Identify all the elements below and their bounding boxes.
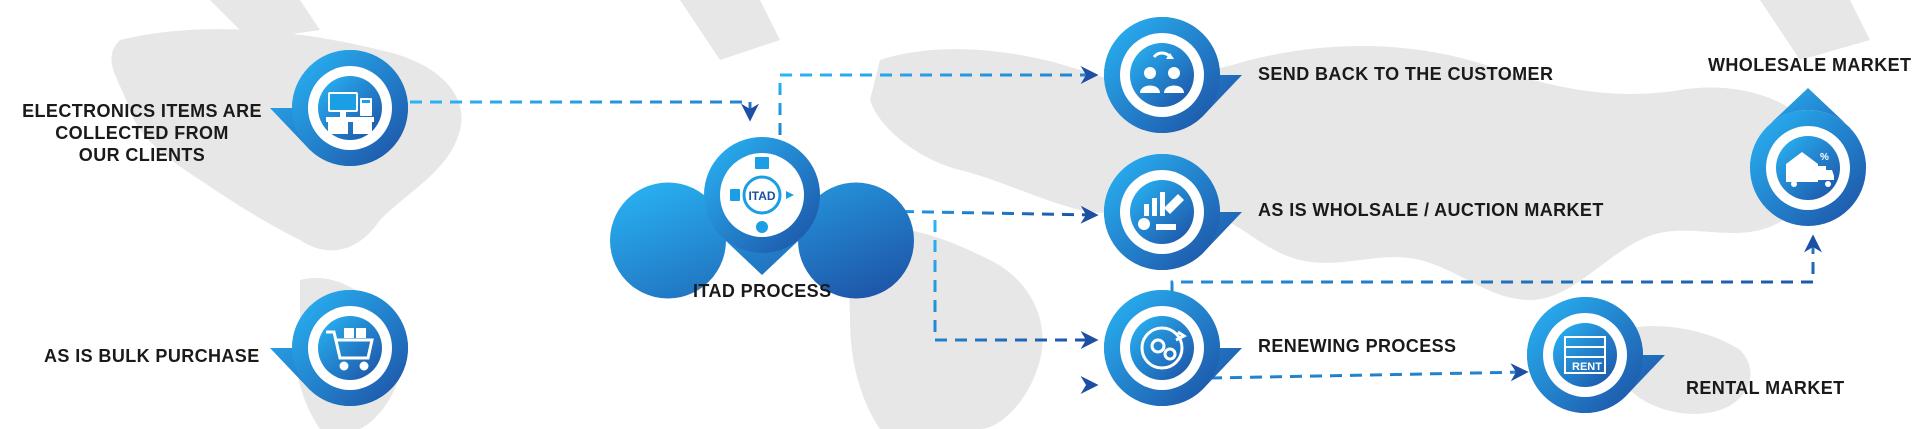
label-send-back: SEND BACK TO THE CUSTOMER	[1258, 64, 1554, 84]
exchange-people-icon	[1140, 51, 1184, 93]
label-collect: ELECTRONICS ITEMS ARE COLLECTED FROM OUR…	[12, 100, 272, 166]
label-itad: ITAD PROCESS	[693, 281, 832, 301]
world-map-background	[111, 0, 1870, 429]
itad-center-text: ITAD	[748, 189, 775, 203]
connector-renewing-to-rental	[1209, 363, 1529, 382]
label-bulk: AS IS BULK PURCHASE	[44, 346, 260, 366]
workstation-icon	[326, 92, 374, 134]
rent-building-icon: RENT	[1564, 336, 1606, 374]
node-auction	[1104, 154, 1242, 270]
shopping-cart-icon	[326, 328, 374, 371]
node-itad: ITAD	[610, 137, 914, 299]
rent-sign-text: RENT	[1572, 361, 1602, 373]
label-rental: RENTAL MARKET	[1686, 378, 1845, 398]
label-wholesale: WHOLESALE MARKET	[1708, 55, 1912, 75]
node-wholesale: %	[1750, 88, 1866, 226]
label-auction: AS IS WHOLSALE / AUCTION MARKET	[1258, 200, 1604, 220]
gears-cycle-icon	[1140, 326, 1187, 370]
svg-text:%: %	[1820, 152, 1829, 163]
label-collect-line-1: ELECTRONICS ITEMS ARE	[22, 101, 262, 121]
connector-itad-to-send-back	[778, 66, 1099, 135]
node-rental: RENT	[1527, 297, 1665, 413]
label-collect-line-3: OUR CLIENTS	[78, 145, 206, 165]
pin-shape	[1750, 88, 1866, 168]
node-renewing	[1104, 290, 1242, 406]
auction-hammer-icon	[1138, 192, 1184, 230]
node-collect	[270, 50, 408, 166]
connector-renewing-to-wholesale	[1170, 234, 1822, 293]
delivery-truck-icon: %	[1786, 152, 1834, 187]
node-bulk	[270, 290, 408, 406]
node-send-back	[1104, 17, 1242, 133]
label-renewing: RENEWING PROCESS	[1258, 336, 1457, 356]
label-collect-line-2: COLLECTED FROM	[55, 123, 229, 143]
connector-itad-to-renewing	[933, 220, 1099, 349]
itad-cycle-icon	[730, 157, 794, 233]
connector-collect-to-itad	[410, 100, 759, 122]
